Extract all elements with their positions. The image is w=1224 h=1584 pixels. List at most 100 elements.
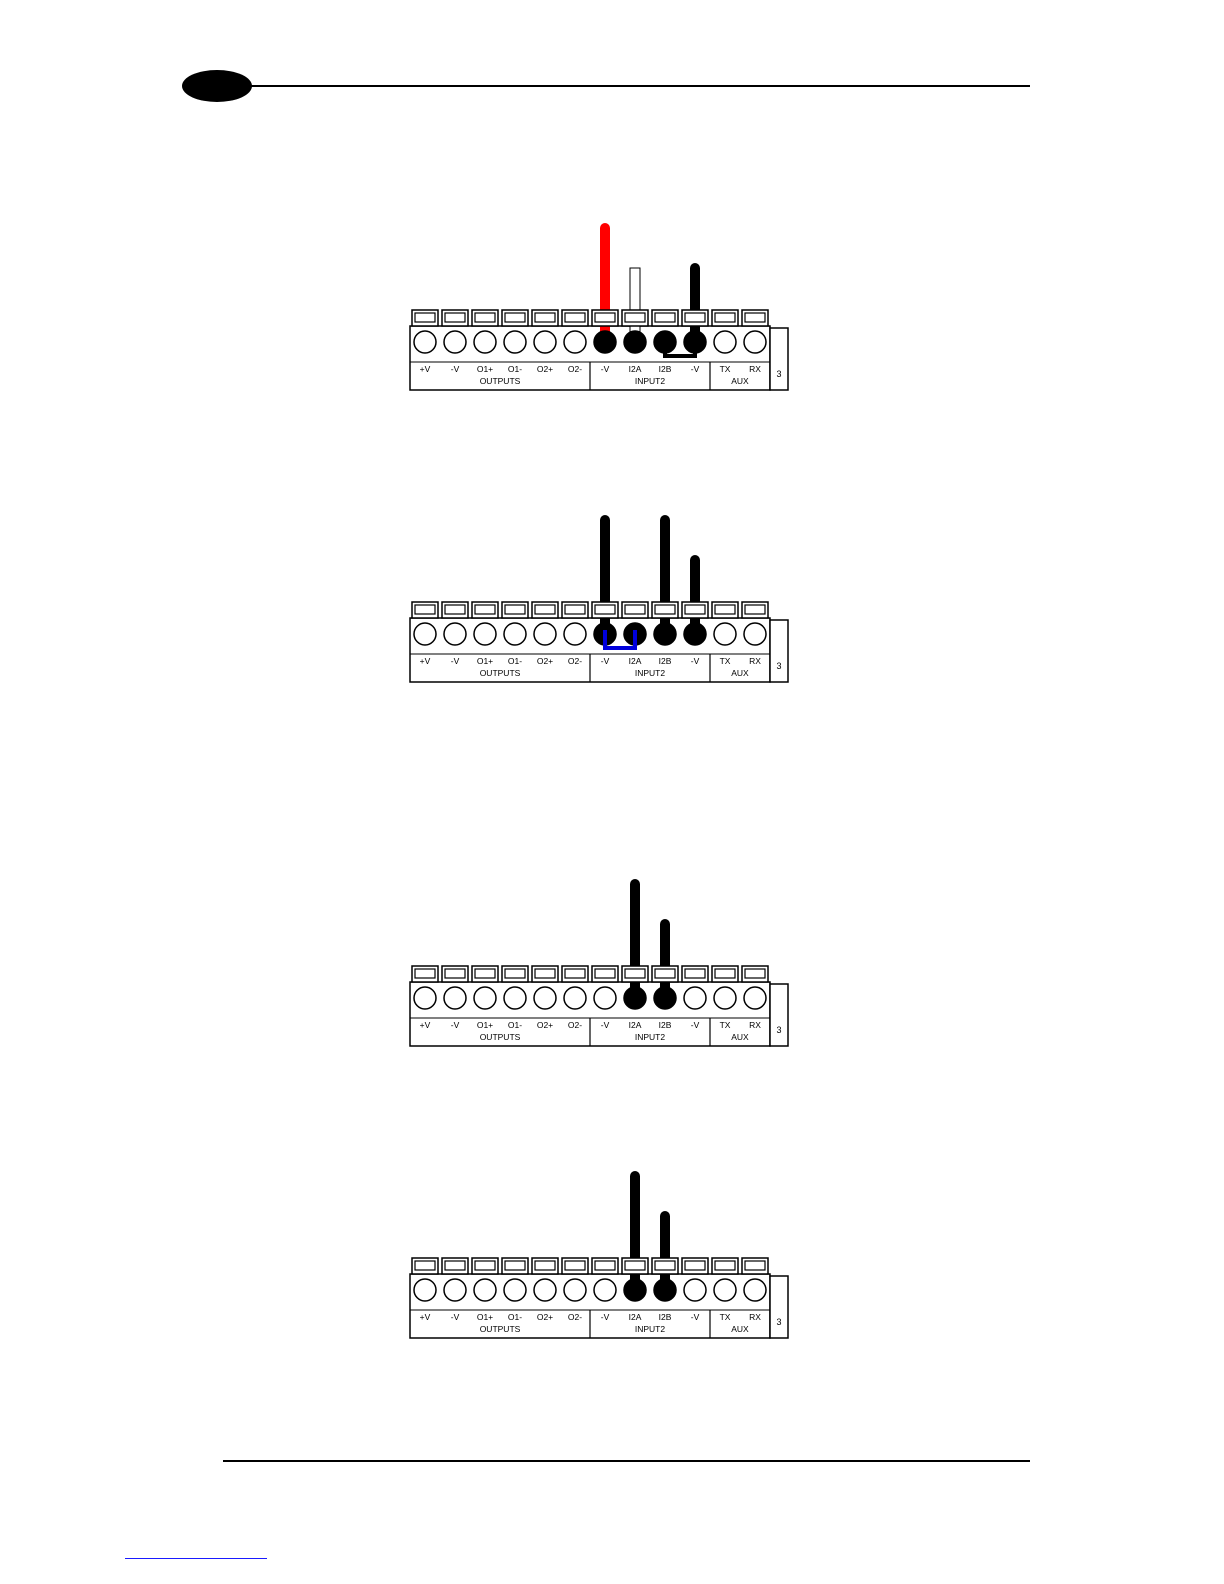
pin-label: TX xyxy=(720,1312,731,1322)
pin-label: -V xyxy=(691,656,700,666)
screw-terminal xyxy=(534,1279,556,1301)
pin-label: O2- xyxy=(568,656,582,666)
pin-label: -V xyxy=(451,1312,460,1322)
pin-label: I2A xyxy=(629,1020,642,1030)
pin-label: +V xyxy=(420,1020,431,1030)
pin-label: RX xyxy=(749,364,761,374)
group-label: AUX xyxy=(731,1032,749,1042)
screw-terminal xyxy=(474,623,496,645)
screw-terminal xyxy=(474,331,496,353)
pin-label: O2+ xyxy=(537,1020,553,1030)
pin-label: +V xyxy=(420,656,431,666)
pin-label: TX xyxy=(720,1020,731,1030)
pin-label: -V xyxy=(601,1312,610,1322)
pin-label: O2- xyxy=(568,364,582,374)
screw-terminal xyxy=(714,1279,736,1301)
pin-label: O1+ xyxy=(477,1020,493,1030)
group-label: INPUT2 xyxy=(635,1032,666,1042)
pin-label: O2+ xyxy=(537,364,553,374)
connected-screw xyxy=(654,987,676,1009)
screw-terminal xyxy=(594,987,616,1009)
pin-label: +V xyxy=(420,364,431,374)
group-label: OUTPUTS xyxy=(480,668,521,678)
pin-label: O2- xyxy=(568,1312,582,1322)
screw-terminal xyxy=(684,987,706,1009)
end-cap-label: 3 xyxy=(776,661,781,671)
terminal-end-cap xyxy=(770,984,788,1046)
screw-terminal xyxy=(714,987,736,1009)
connected-screw xyxy=(624,331,646,353)
group-label: OUTPUTS xyxy=(480,1324,521,1334)
screw-terminal xyxy=(504,623,526,645)
connected-screw xyxy=(684,623,706,645)
screw-terminal xyxy=(504,331,526,353)
group-label: AUX xyxy=(731,1324,749,1334)
group-label: INPUT2 xyxy=(635,1324,666,1334)
terminal-block-svg: 3+V-VO1+O1-O2+O2--VI2AI2B-VTXRXOUTPUTSIN… xyxy=(405,1170,800,1342)
screw-terminal xyxy=(564,331,586,353)
pin-label: I2A xyxy=(629,656,642,666)
pin-label: O2- xyxy=(568,1020,582,1030)
pin-label: -V xyxy=(601,364,610,374)
screw-terminal xyxy=(534,331,556,353)
pin-label: I2A xyxy=(629,364,642,374)
pin-label: O1- xyxy=(508,1312,522,1322)
footer-rule xyxy=(223,1460,1030,1462)
screw-terminal xyxy=(564,987,586,1009)
pin-label: -V xyxy=(451,1020,460,1030)
pin-label: +V xyxy=(420,1312,431,1322)
pin-label: O2+ xyxy=(537,656,553,666)
group-label: INPUT2 xyxy=(635,668,666,678)
screw-terminal xyxy=(534,987,556,1009)
screw-terminal xyxy=(414,987,436,1009)
pin-label: O1+ xyxy=(477,1312,493,1322)
pin-label: O2+ xyxy=(537,1312,553,1322)
terminal-block-svg: 3+V-VO1+O1-O2+O2--VI2AI2B-VTXRXOUTPUTSIN… xyxy=(405,222,800,394)
pin-label: -V xyxy=(601,656,610,666)
screw-terminal xyxy=(474,1279,496,1301)
end-cap-label: 3 xyxy=(776,369,781,379)
screw-terminal xyxy=(444,987,466,1009)
screw-terminal xyxy=(414,623,436,645)
pin-label: RX xyxy=(749,1020,761,1030)
pin-label: I2B xyxy=(659,1020,672,1030)
screw-terminal xyxy=(564,623,586,645)
screw-terminal xyxy=(414,331,436,353)
group-label: AUX xyxy=(731,376,749,386)
pin-label: RX xyxy=(749,656,761,666)
pin-label: -V xyxy=(451,364,460,374)
footer-link-underline xyxy=(125,1558,267,1559)
screw-terminal xyxy=(564,1279,586,1301)
pin-label: -V xyxy=(691,364,700,374)
pin-label: O1- xyxy=(508,1020,522,1030)
pin-label: RX xyxy=(749,1312,761,1322)
screw-terminal xyxy=(744,987,766,1009)
screw-terminal xyxy=(744,331,766,353)
header-rule xyxy=(240,85,1030,87)
terminal-end-cap xyxy=(770,620,788,682)
screw-terminal xyxy=(444,623,466,645)
pin-label: I2B xyxy=(659,1312,672,1322)
pin-label: I2B xyxy=(659,656,672,666)
pin-label: I2B xyxy=(659,364,672,374)
screw-terminal xyxy=(744,1279,766,1301)
screw-terminal xyxy=(504,987,526,1009)
connected-screw xyxy=(624,987,646,1009)
screw-terminal xyxy=(474,987,496,1009)
end-cap-label: 3 xyxy=(776,1317,781,1327)
pin-label: O1+ xyxy=(477,364,493,374)
screw-terminal xyxy=(684,1279,706,1301)
pin-label: -V xyxy=(691,1312,700,1322)
screw-terminal xyxy=(414,1279,436,1301)
group-label: OUTPUTS xyxy=(480,1032,521,1042)
pin-label: -V xyxy=(601,1020,610,1030)
connected-screw xyxy=(654,1279,676,1301)
screw-terminal xyxy=(744,623,766,645)
screw-terminal xyxy=(444,1279,466,1301)
terminal-end-cap xyxy=(770,1276,788,1338)
connected-screw xyxy=(594,331,616,353)
